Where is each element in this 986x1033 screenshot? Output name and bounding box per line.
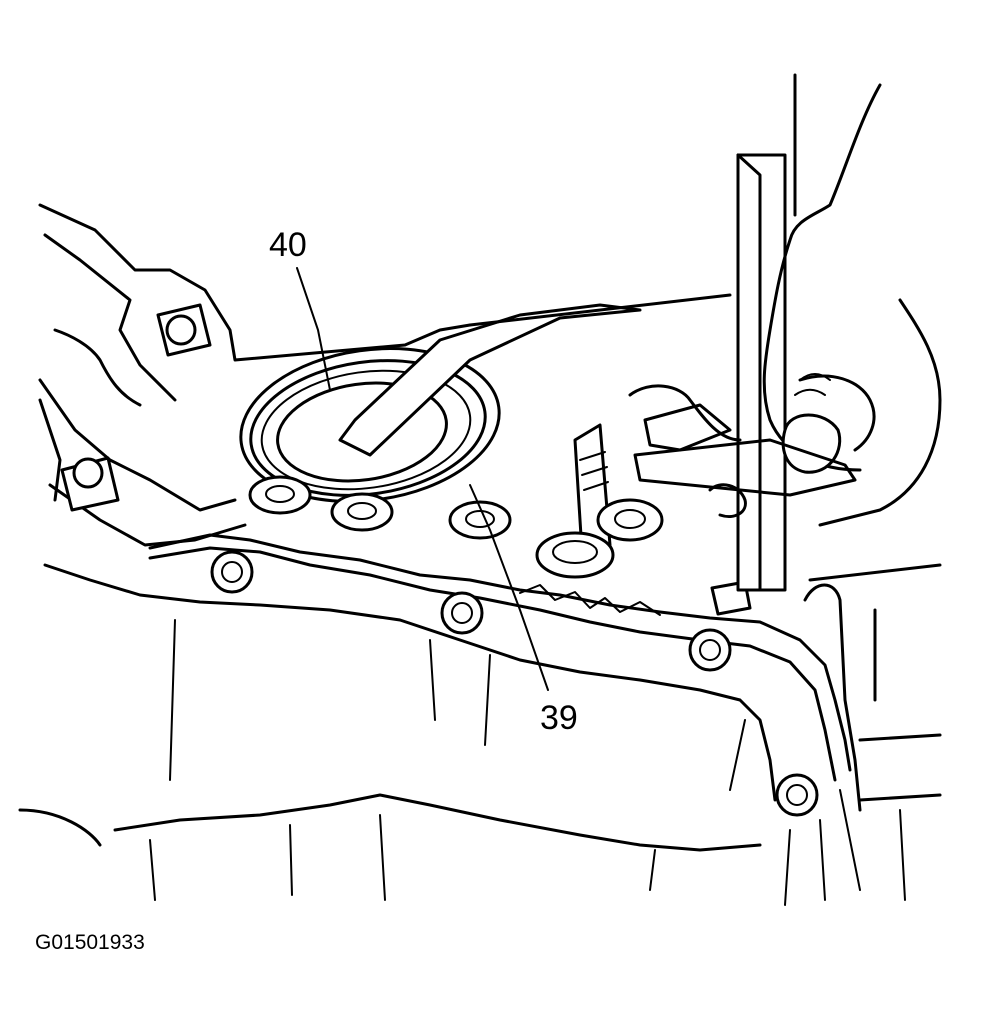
bolts [60,303,819,817]
lower-oil-pan [18,563,861,906]
callout-39: 39 [540,699,578,737]
bolt [60,456,120,512]
shaft-stud [535,423,615,579]
bolt [775,773,819,817]
bolt [688,628,732,672]
bolt [156,303,212,357]
seal-removal-tool [338,293,732,457]
bolt [596,498,664,542]
right-bracket [803,563,942,901]
hand [628,83,942,527]
tool-handle [736,73,797,592]
bolt [248,475,312,515]
bolt [210,550,254,594]
bolt [440,591,484,635]
bolt [330,492,394,532]
figure-id: G01501933 [35,931,145,954]
callout-40: 40 [269,226,307,264]
housing-gasket-edge [148,533,852,782]
leader-lines [296,267,549,691]
bolt [448,500,512,540]
